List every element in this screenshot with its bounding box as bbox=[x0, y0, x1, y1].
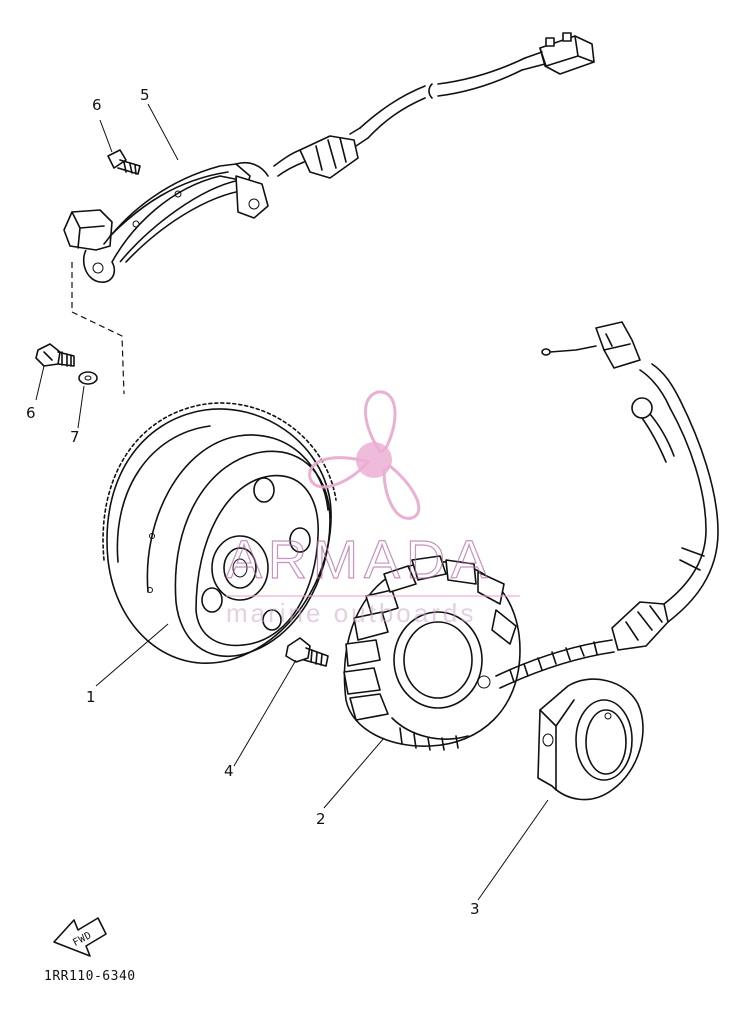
watermark-brand: ARMADA bbox=[226, 530, 493, 590]
ground-terminal bbox=[631, 397, 675, 463]
diagram-code: 1RR110-6340 bbox=[44, 969, 136, 984]
callout-bolt-center: 4 bbox=[224, 762, 234, 780]
lead-holder-bracket bbox=[63, 161, 269, 283]
washer bbox=[78, 371, 98, 385]
callout-screw-top: 6 bbox=[92, 96, 102, 114]
stator-coil bbox=[343, 555, 521, 751]
propeller-logo-icon bbox=[308, 390, 421, 520]
bolt-center bbox=[285, 637, 329, 667]
callout-stator: 2 bbox=[316, 810, 326, 828]
assembly-dash-line bbox=[71, 262, 125, 395]
fwd-arrow: FWD bbox=[53, 917, 107, 957]
screw-lower bbox=[35, 343, 75, 367]
watermark-tagline: marine outboards bbox=[226, 598, 476, 628]
right-connector bbox=[541, 321, 641, 369]
stator-wire-harness bbox=[495, 363, 719, 689]
callout-lead-holder: 5 bbox=[140, 86, 150, 104]
callout-screw-lower: 6 bbox=[26, 404, 36, 422]
callout-flywheel: 1 bbox=[86, 688, 96, 706]
upper-wire-grommet bbox=[273, 135, 359, 179]
flywheel-rotor bbox=[102, 402, 337, 664]
callout-labels: 6 5 6 7 1 4 2 3 bbox=[26, 86, 480, 918]
watermark: ARMADA marine outboards bbox=[225, 390, 520, 628]
callout-washer: 7 bbox=[70, 428, 80, 446]
upper-wire-harness bbox=[349, 57, 526, 147]
callout-base: 3 bbox=[470, 900, 480, 918]
stator-base bbox=[537, 678, 644, 801]
leader-lines bbox=[35, 103, 549, 901]
screw-top bbox=[107, 149, 141, 175]
top-connector bbox=[521, 32, 595, 75]
